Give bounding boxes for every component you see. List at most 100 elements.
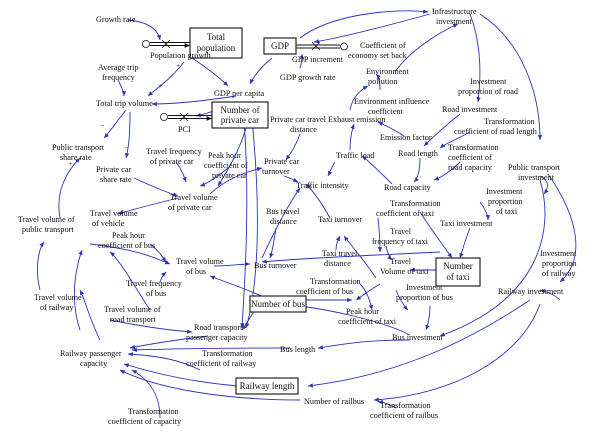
variable-label: Private car travel xyxy=(270,115,327,124)
variable-label: Travel volume xyxy=(34,293,82,302)
variable-label: passenger capacity xyxy=(186,333,249,342)
edge-infrastructure-to-road-investment xyxy=(469,13,481,103)
variable-label: capacity xyxy=(80,359,108,368)
variable-label: Transformation xyxy=(448,143,499,152)
edge-peak-bus-to-volume-bus xyxy=(149,243,167,263)
flow-population-growth: Population growth xyxy=(150,51,211,60)
variable-label: of taxi xyxy=(496,207,518,216)
edge-road-length-to-road-capacity xyxy=(413,157,421,183)
stock-gdp[interactable]: GDP xyxy=(263,37,297,55)
minus-sign: − xyxy=(124,143,128,152)
edge-bus-investment-to-bus-length xyxy=(317,339,411,350)
edge-number-private-to-road-capacity xyxy=(240,119,248,329)
stock-total-population[interactable]: Total population xyxy=(189,27,243,59)
variable-label: Private car xyxy=(264,157,300,166)
variable-label: share rate xyxy=(60,153,92,162)
variable-label: coefficient of road length xyxy=(454,127,537,136)
var-travel-frequency-of-bus: Travel frequency of bus xyxy=(126,279,183,298)
edge-trans-capacity-to-railway-capacity xyxy=(131,369,161,419)
variable-label: Total trip volume xyxy=(96,99,153,108)
variable-label: Investment xyxy=(486,187,523,196)
variable-label: GDP growth rate xyxy=(280,73,336,82)
var-road-length: Road length xyxy=(398,149,438,158)
var-bus-turnover: Bus turnover xyxy=(254,261,297,270)
edge-taxi-turnover-trans xyxy=(377,217,383,253)
variable-label: Taxi turnover xyxy=(318,215,362,224)
variable-label: coefficient of xyxy=(448,153,492,162)
var-private-car-share-rate: Private car share rate xyxy=(96,165,132,184)
variable-label: of bus xyxy=(186,267,206,276)
edges xyxy=(37,9,577,419)
stock-number-of-taxi[interactable]: Number of taxi xyxy=(435,257,481,287)
stock-number-of-bus[interactable]: Number of bus xyxy=(249,295,307,313)
edge-env-coef-to-pollution xyxy=(375,73,381,91)
edge-taxi-turnover-to-intensity xyxy=(305,183,331,219)
edge-traffic-intensity-to-load xyxy=(327,161,336,177)
edge-trip-frequency-to-trip-volume xyxy=(117,79,127,97)
stock-label: Railway length xyxy=(240,381,295,391)
edge-railway-investment-to-railbus xyxy=(373,303,541,402)
stock-label: private car xyxy=(221,115,259,125)
variable-label: investment xyxy=(436,17,473,26)
edge-road-volume-to-vehicle xyxy=(109,251,151,311)
edge-infrastructure-to-public-transport xyxy=(479,13,543,141)
variable-label: of railway xyxy=(40,303,74,312)
edge-share-private-to-volume-private xyxy=(133,177,179,197)
variable-label: Taxi investment xyxy=(440,219,493,228)
var-traffic-load: Traffic load xyxy=(336,151,374,160)
edge-population-to-trip-volume xyxy=(147,61,185,97)
edge-gdp-growth-rate-to-gdp-increment xyxy=(299,53,305,69)
stock-label: Number of bus xyxy=(251,299,305,309)
var-environment-influence-coefficient: Environment influence coefficient xyxy=(354,97,430,116)
flow-pipes xyxy=(142,39,348,122)
edge-bus-investment-to-number-bus xyxy=(299,304,411,336)
var-bus-length: Bus length xyxy=(280,345,315,354)
edge-number-taxi-to-bus-turnover xyxy=(261,251,441,264)
edge-freq-bus-to-volume-bus xyxy=(159,271,167,283)
stock-label: Number xyxy=(443,261,473,271)
variable-label: Bus investment xyxy=(392,333,443,342)
edge-volume-bus-to-bus-turnover xyxy=(213,261,251,267)
edge-volume-taxi-to-taxi-turnover xyxy=(343,235,377,279)
edge-emission-to-pollution xyxy=(349,85,369,111)
var-private-car-travel-distance: Private car travel distance xyxy=(270,115,327,134)
stock-label: Number of xyxy=(220,105,259,115)
edge-gdp-to-infrastructure xyxy=(299,9,429,39)
variable-label: Travel frequency xyxy=(126,279,183,288)
variable-label: of railway xyxy=(542,269,576,278)
variable-label: Railway passenger xyxy=(60,349,122,358)
variable-label: Growth rate xyxy=(96,15,136,24)
stock-number-of-private-car[interactable]: Number of private car xyxy=(211,101,269,129)
var-travel-volume-of-road-transport: Travel volume of road transport xyxy=(104,305,161,324)
edge-road-investment-to-road-length xyxy=(423,113,461,147)
stock-label: of taxi xyxy=(446,272,470,282)
edge-trans-road-length-to-road-length xyxy=(439,131,471,149)
variable-label: of private car xyxy=(150,157,194,166)
variable-label: Environment xyxy=(366,67,409,76)
variable-label: public transport xyxy=(22,225,74,234)
variable-label: Bus turnover xyxy=(254,261,297,270)
edge-number-private-to-volume-private xyxy=(217,121,249,187)
variable-label: Road capacity xyxy=(384,183,432,192)
variable-label: distance xyxy=(324,259,351,268)
variable-label: proportion xyxy=(488,197,523,206)
variable-label: Public transport xyxy=(52,143,105,152)
variable-label: Taxi travel xyxy=(322,249,358,258)
edge-public-investment-to-taxi-proportion xyxy=(539,175,549,195)
edge-bus-proportion-to-bus-investment xyxy=(425,305,431,331)
edge-trans-capacity-to-road-capacity xyxy=(433,161,461,181)
variable-label: Infrastructure xyxy=(432,7,477,16)
edge-railway-investment-to-railway-length xyxy=(307,299,531,388)
variable-label: Number of railbus xyxy=(304,397,364,406)
edge-population-to-gdp-per-capita xyxy=(191,57,229,87)
edge-bus-turnover-to-intensity xyxy=(261,187,301,259)
stock-railway-length[interactable]: Railway length xyxy=(235,377,299,395)
edge-freq-private-to-volume-private xyxy=(175,161,187,183)
variable-label: Bus travel xyxy=(266,207,300,216)
variable-label: coefficient of capacity xyxy=(108,417,182,426)
variable-label: coefficient of taxi xyxy=(376,209,435,218)
var-road-capacity: Road capacity xyxy=(384,183,432,192)
variable-label: private car xyxy=(212,171,247,180)
variable-label: Travel volume of xyxy=(104,305,161,314)
